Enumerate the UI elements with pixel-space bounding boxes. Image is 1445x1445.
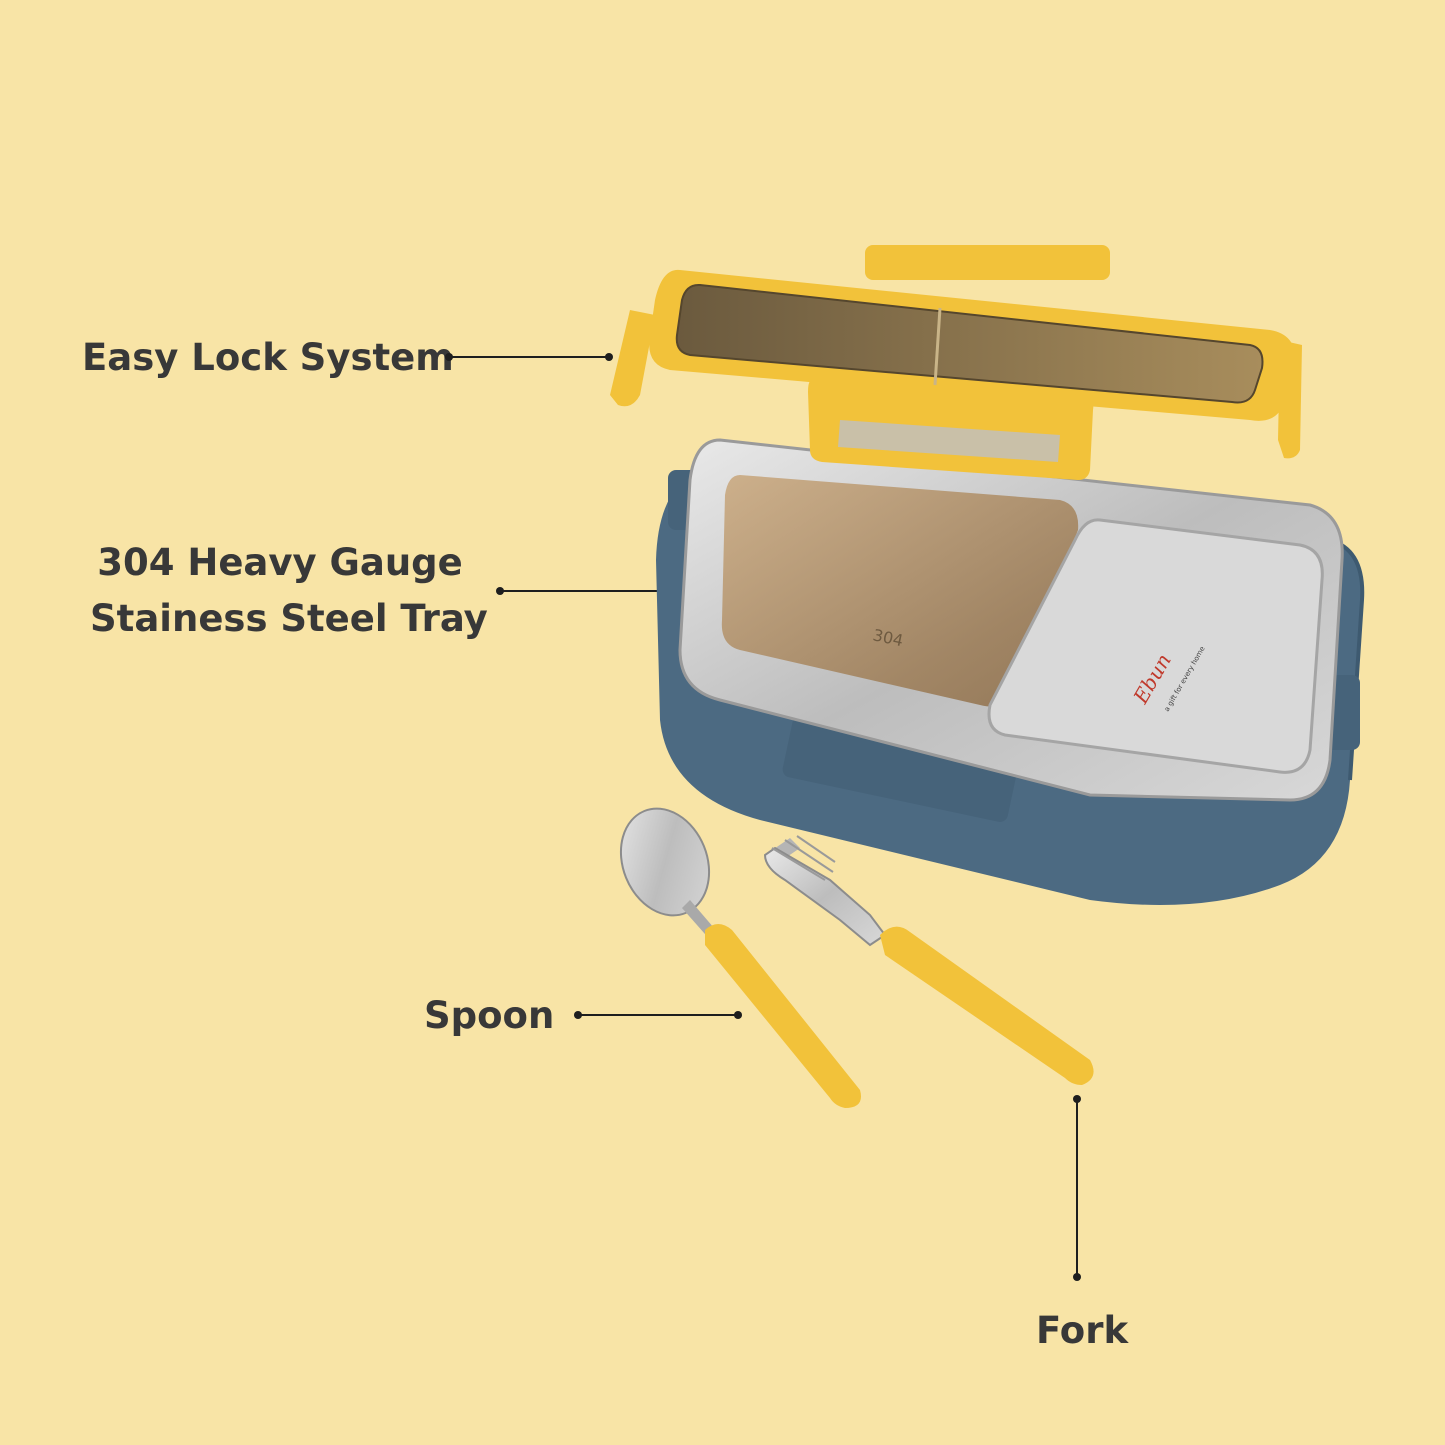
- callout-easy-lock-system: Easy Lock System: [82, 336, 454, 379]
- callout-fork: Fork: [1036, 1309, 1129, 1352]
- leader-lock: [445, 353, 613, 361]
- callout-steel-tray-line2: Stainess Steel Tray: [90, 596, 488, 640]
- steel-tray: 304 Ebun a gift for every home: [678, 438, 1344, 802]
- callout-steel-tray-line1: 304 Heavy Gauge: [97, 541, 463, 584]
- callout-steel-tray: 304 Heavy Gauge Stainess Steel Tray: [90, 535, 488, 646]
- leader-spoon: [574, 1011, 742, 1019]
- lunch-box-lid: [610, 245, 1302, 480]
- fork: [763, 835, 1094, 1085]
- leader-fork: [1073, 1095, 1081, 1281]
- spoon: [619, 807, 861, 1108]
- callout-spoon: Spoon: [424, 994, 555, 1037]
